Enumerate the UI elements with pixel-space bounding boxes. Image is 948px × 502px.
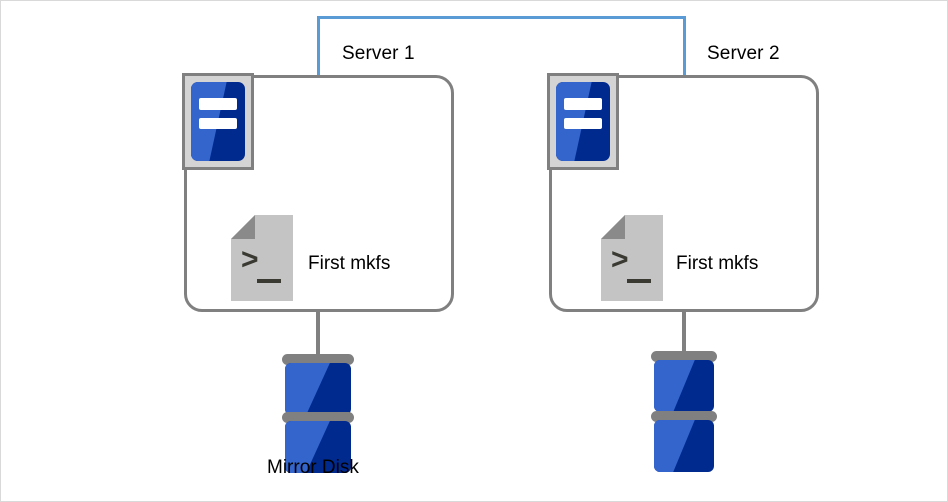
server-2-operation-label: First mkfs [676,253,759,274]
server-1-operation-label: First mkfs [308,253,391,274]
disk-bar-top [282,354,354,365]
terminal-document-icon-1: > [231,215,293,301]
server-led-top [198,97,238,110]
disk-bar-middle [282,412,354,423]
document-fold-corner [231,215,255,239]
mirror-disk-caption: Mirror Disk [267,457,359,478]
disk-platter-top [285,363,351,415]
disk-platter-top [654,360,714,412]
mirror-disk-1 [282,354,354,473]
terminal-prompt-glyph: > [611,243,629,276]
document-fold-corner [601,215,625,239]
server-interconnect-link [317,16,686,77]
terminal-document-icon-2: > [601,215,663,301]
server-led-bottom [563,117,603,130]
server-1-label: Server 1 [342,43,415,64]
server-led-bottom [198,117,238,130]
server-led-top [563,97,603,110]
server-machine-icon-2 [547,73,619,170]
server-icon-body [556,82,610,161]
disk-bar-middle [651,411,717,422]
disk-platter-bottom [654,420,714,472]
server-1-disk-stem [316,312,320,360]
server-machine-icon-1 [182,73,254,170]
disk-platter-bottom [285,421,351,473]
server-icon-body [191,82,245,161]
terminal-cursor-glyph [627,279,651,283]
terminal-prompt-glyph: > [241,243,259,276]
disk-bar-top [651,351,717,362]
server-2-label: Server 2 [707,43,780,64]
mirror-disk-2 [651,351,717,472]
terminal-cursor-glyph [257,279,281,283]
server-2-disk-stem [682,312,686,354]
